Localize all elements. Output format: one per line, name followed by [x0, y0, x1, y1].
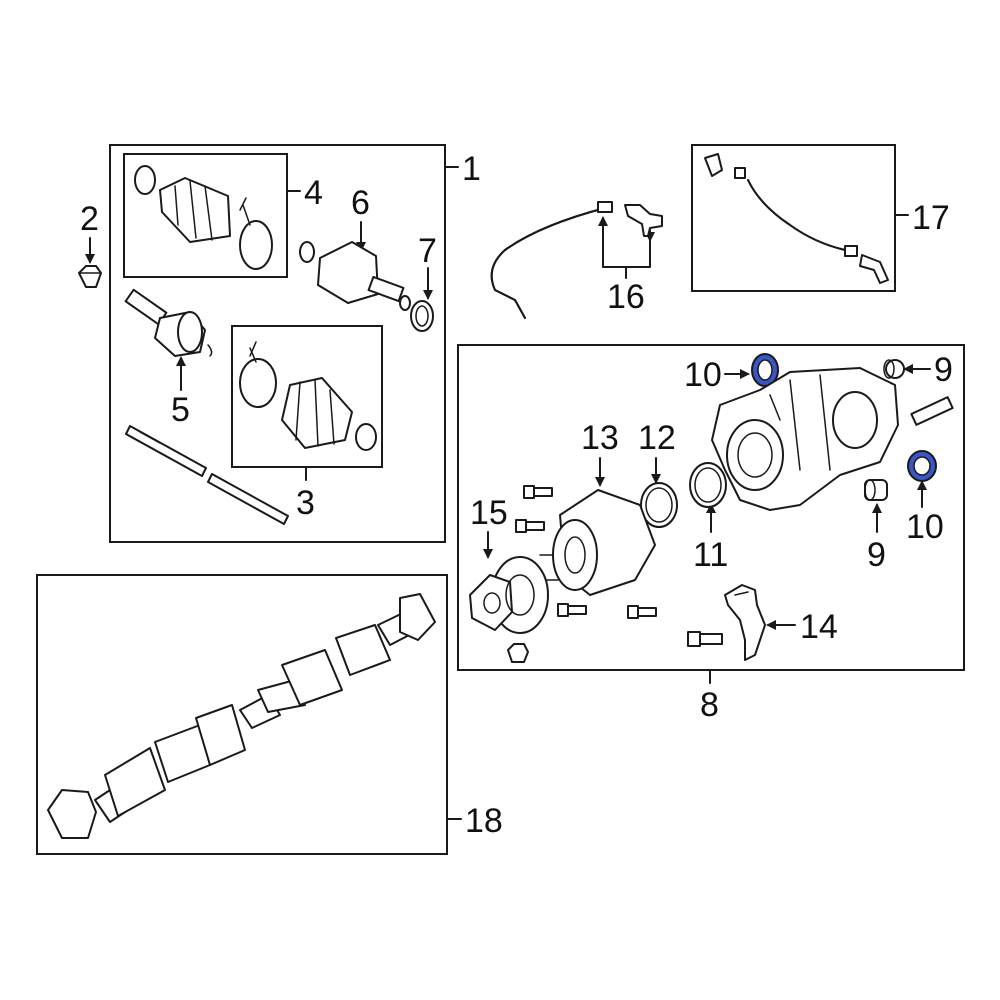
hose-assembly-part-17 — [704, 153, 889, 284]
differential-housing — [711, 367, 899, 511]
inner-joint-part-5 — [124, 288, 213, 357]
callout-2: 2 — [80, 200, 99, 238]
callout-6: 6 — [351, 184, 370, 222]
axle-assembly-box — [109, 144, 446, 543]
callout-3: 3 — [296, 484, 315, 522]
nut-part-2 — [78, 265, 102, 288]
callout-17: 17 — [912, 199, 950, 237]
gasket-part-12-inner — [645, 487, 673, 523]
hose-assembly-box — [691, 144, 896, 292]
bolt-a — [523, 485, 553, 499]
callout-10b: 10 — [906, 508, 944, 546]
callout-13: 13 — [581, 419, 619, 457]
oil-seal-part-10-upper — [751, 353, 779, 387]
callout-18: 18 — [465, 802, 503, 840]
callout-16: 16 — [607, 278, 645, 316]
cv-joint-part-6 — [299, 241, 411, 311]
callout-12: 12 — [638, 419, 676, 457]
flange-nut — [507, 643, 529, 663]
outer-boot-kit-part-4 — [134, 165, 273, 270]
companion-flange-part-15 — [469, 556, 549, 634]
snap-ring-part-7 — [410, 300, 434, 332]
snap-ring-inner — [415, 305, 429, 327]
callout-15: 15 — [470, 494, 508, 532]
coupling-housing-part-13 — [539, 489, 656, 596]
bolt-d — [627, 605, 657, 619]
bushing-part-9-lower — [864, 479, 888, 501]
bracket-part-14 — [724, 584, 766, 661]
vent-hose-part-16 — [490, 201, 663, 319]
oil-seal-part-10-lower — [907, 450, 937, 482]
axle-shaft — [125, 425, 289, 525]
callout-11: 11 — [693, 536, 728, 574]
o-ring-part-11 — [689, 462, 727, 508]
callout-9a: 9 — [934, 351, 953, 389]
bolt-e — [687, 631, 723, 647]
callout-7: 7 — [418, 232, 437, 270]
o-ring-part-11-inner — [694, 467, 722, 503]
inner-boot-kit-part-3 — [239, 341, 377, 451]
bolt-c — [557, 603, 587, 617]
callout-4: 4 — [304, 174, 323, 212]
pin-part — [910, 396, 954, 426]
callout-10a: 10 — [684, 356, 722, 394]
callout-9b: 9 — [867, 536, 886, 574]
callout-8: 8 — [700, 686, 719, 724]
bushing-part-9-upper — [883, 359, 905, 379]
drive-shaft-box — [36, 574, 448, 855]
callout-14: 14 — [800, 608, 838, 646]
bolt-b — [515, 519, 545, 533]
boot-kit-outer-box — [123, 153, 288, 278]
drive-shaft-part-18 — [47, 593, 436, 839]
callout-1: 1 — [462, 150, 481, 188]
callout-5: 5 — [171, 391, 190, 429]
